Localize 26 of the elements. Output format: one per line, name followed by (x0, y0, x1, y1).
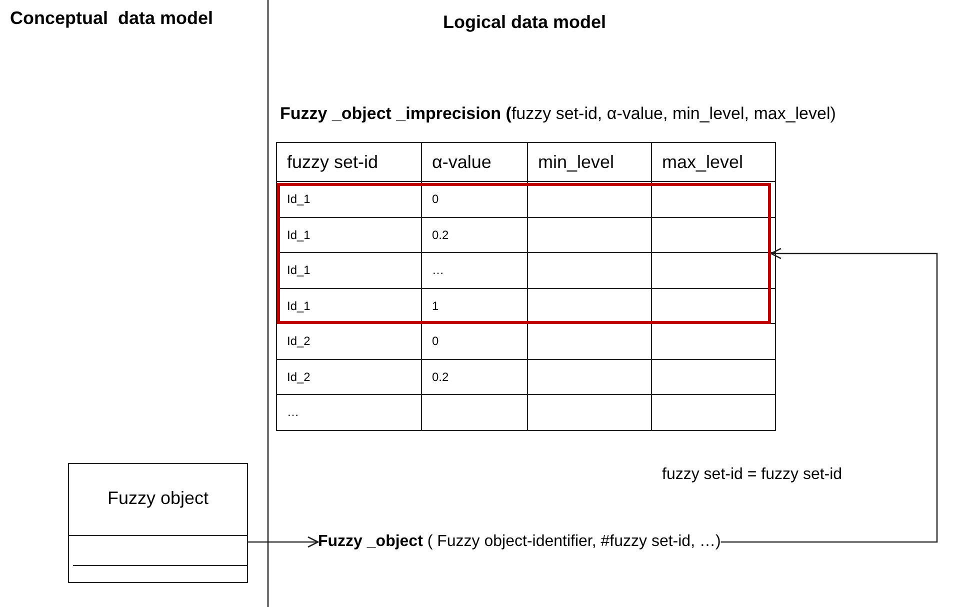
data-value: Id_1 (276, 217, 422, 252)
data-value: … (276, 394, 422, 430)
data-value: 0 (422, 324, 528, 359)
relation-schema: Fuzzy _object ( Fuzzy object-identifier, #fuzzy set-id, …) (318, 533, 721, 551)
highlight-frame (277, 183, 771, 324)
edge-label: fuzzy set-id = fuzzy set-id (662, 466, 842, 484)
data-value: … (422, 252, 528, 288)
column-header: fuzzy set-id (276, 142, 422, 182)
section-heading: Conceptual data model (10, 8, 214, 29)
data-value: 0 (422, 182, 528, 217)
data-value: Id_2 (276, 359, 422, 394)
connector-arrow (720, 248, 938, 543)
data-value: 0.2 (422, 217, 528, 252)
table-title: Fuzzy _object _imprecision (fuzzy set-id, α-value, min_level, max_level) (280, 104, 836, 124)
data-value: Id_1 (276, 252, 422, 288)
section-heading: Logical data model (443, 12, 606, 33)
class-name: Fuzzy object (106, 488, 210, 509)
data-value: Id_2 (276, 324, 422, 359)
data-value: Id_1 (276, 182, 422, 217)
column-header: min_level (528, 142, 652, 182)
column-header: α-value (422, 142, 528, 182)
column-header: max_level (652, 142, 776, 182)
connector-arrow (248, 536, 319, 548)
data-value: 0.2 (422, 359, 528, 394)
class-box (68, 463, 248, 583)
data-value: Id_1 (276, 288, 422, 324)
